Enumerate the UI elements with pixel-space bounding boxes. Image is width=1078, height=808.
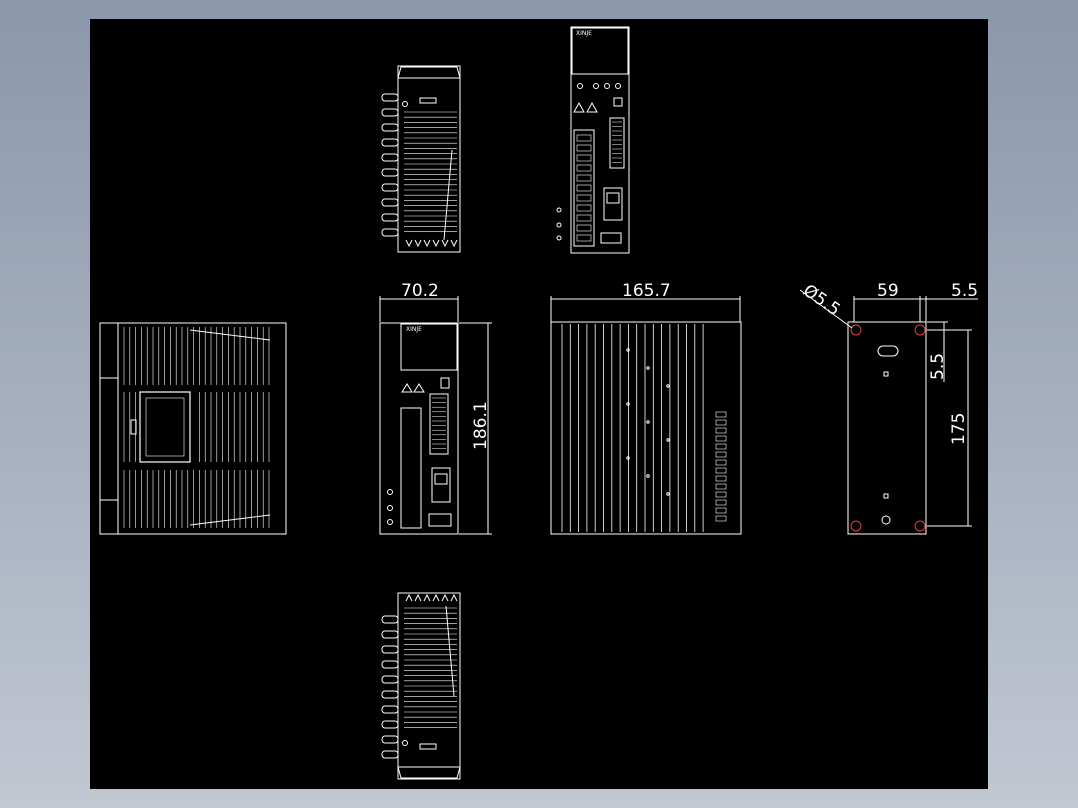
dim-height: 186.1 <box>471 401 491 450</box>
brand-label-upper: XINJE <box>576 30 592 37</box>
right-side-view <box>550 296 742 535</box>
dim-mount-height: 175 <box>949 413 969 445</box>
dim-depth: 165.7 <box>622 281 671 301</box>
brand-label-front: XINJE <box>406 326 422 333</box>
dim-hole-diameter: Ø5.5 <box>799 281 844 321</box>
dim-mount-width: 59 <box>877 281 899 301</box>
cad-drawing-canvas: XINJE XINJE <box>90 19 988 789</box>
dim-hole-offset: 5.5 <box>928 353 948 380</box>
front-upper-view: XINJE <box>556 26 630 254</box>
rear-mounting-view <box>799 289 978 535</box>
left-side-view <box>99 322 287 535</box>
dim-mount-offset: 5.5 <box>951 281 978 301</box>
bottom-view <box>381 592 461 780</box>
top-view <box>381 65 461 253</box>
dim-width: 70.2 <box>401 281 439 301</box>
front-view: XINJE <box>379 296 492 535</box>
servo-drive-outline-drawing: XINJE XINJE <box>99 26 978 780</box>
